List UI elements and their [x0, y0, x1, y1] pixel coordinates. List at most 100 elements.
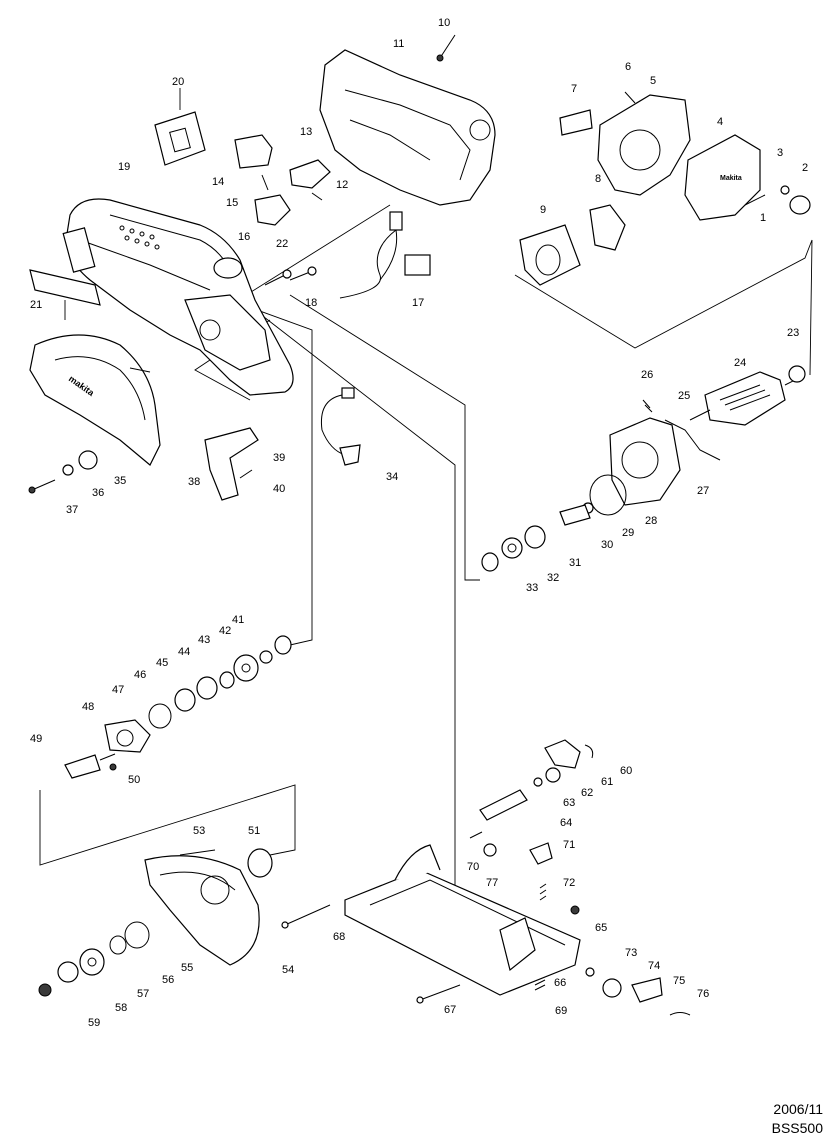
part-label-48: 48 — [82, 701, 95, 713]
part-label-1: 1 — [760, 212, 767, 224]
part-label-66: 66 — [554, 977, 567, 989]
part-11-housing-half — [319, 49, 496, 206]
part-label-21: 21 — [30, 299, 43, 311]
part-label-36: 36 — [92, 487, 105, 499]
part-19-housing — [62, 198, 294, 396]
part-38-blade-guard: makita — [29, 334, 161, 466]
part-label-51: 51 — [248, 825, 261, 837]
part-label-26: 26 — [641, 369, 654, 381]
part-label-43: 43 — [198, 634, 211, 646]
part-label-39: 39 — [273, 452, 286, 464]
part-label-56: 56 — [162, 974, 175, 986]
part-label-17: 17 — [412, 297, 425, 309]
part-label-37: 37 — [66, 504, 79, 516]
lower-guard-parts — [144, 848, 273, 966]
part-label-76: 76 — [697, 988, 710, 1000]
part-label-54: 54 — [282, 964, 295, 976]
part-label-71: 71 — [563, 839, 576, 851]
part-label-40: 40 — [273, 483, 286, 495]
part-10-screw — [436, 34, 456, 62]
part-label-11: 11 — [393, 38, 405, 50]
footer-date: 2006/11 — [773, 1101, 823, 1117]
part-label-10: 10 — [438, 17, 451, 29]
part-label-63: 63 — [563, 797, 576, 809]
footer-model: BSS500 — [771, 1120, 823, 1136]
part-label-73: 73 — [625, 947, 638, 959]
motor-housing-parts: Makita — [519, 91, 811, 286]
part-label-13: 13 — [300, 126, 313, 138]
part-label-35: 35 — [114, 475, 127, 487]
part-label-33: 33 — [526, 582, 539, 594]
part-label-4: 4 — [717, 116, 724, 128]
part-label-69: 69 — [555, 1005, 568, 1017]
part-label-20: 20 — [172, 76, 185, 88]
spindle-parts — [64, 635, 292, 779]
part-label-60: 60 — [620, 765, 633, 777]
part-label-55: 55 — [181, 962, 194, 974]
part-label-9: 9 — [540, 204, 547, 216]
part-label-14: 14 — [212, 176, 225, 188]
shaft-parts — [481, 502, 594, 572]
part-label-29: 29 — [622, 527, 635, 539]
part-label-75: 75 — [673, 975, 686, 987]
part-label-22: 22 — [276, 238, 289, 250]
part-label-24: 24 — [734, 357, 747, 369]
part-label-7: 7 — [571, 83, 578, 95]
part-label-72: 72 — [563, 877, 576, 889]
part-label-27: 27 — [697, 485, 710, 497]
part-40-screw — [239, 469, 253, 479]
part-label-3: 3 — [777, 147, 784, 159]
part-label-31: 31 — [569, 557, 582, 569]
part-label-2: 2 — [802, 162, 809, 174]
part-21-label — [29, 269, 101, 306]
part-label-12: 12 — [336, 179, 349, 191]
bevel-parts — [469, 739, 691, 1016]
part-label-23: 23 — [787, 327, 800, 339]
part-label-19: 19 — [118, 161, 131, 173]
part-label-74: 74 — [648, 960, 661, 972]
part-label-46: 46 — [134, 669, 147, 681]
part-label-65: 65 — [595, 922, 608, 934]
switch-parts — [234, 134, 331, 226]
part-label-45: 45 — [156, 657, 169, 669]
part-17-wiring — [339, 211, 431, 299]
parts-35-37 — [28, 450, 98, 494]
part-label-28: 28 — [645, 515, 658, 527]
part-label-70: 70 — [467, 861, 480, 873]
part-label-58: 58 — [115, 1002, 128, 1014]
blade-washers — [38, 921, 150, 997]
part-label-68: 68 — [333, 931, 346, 943]
part-label-25: 25 — [678, 390, 691, 402]
part-label-50: 50 — [128, 774, 141, 786]
part-label-30: 30 — [601, 539, 614, 551]
part-label-32: 32 — [547, 572, 560, 584]
part-label-57: 57 — [137, 988, 150, 1000]
part-label-8: 8 — [595, 173, 602, 185]
base-plate — [281, 844, 581, 1004]
part-label-6: 6 — [625, 61, 632, 73]
part-20-terminal — [154, 88, 206, 166]
gear-housing — [589, 417, 681, 516]
part-label-61: 61 — [601, 776, 614, 788]
part-label-77: 77 — [486, 877, 499, 889]
armature-parts — [642, 365, 806, 461]
part-label-38: 38 — [188, 476, 201, 488]
part-label-41: 41 — [232, 614, 245, 626]
screws-18-22 — [264, 266, 317, 286]
part-label-67: 67 — [444, 1004, 457, 1016]
part-label-64: 64 — [560, 817, 573, 829]
part-label-47: 47 — [112, 684, 125, 696]
part-label-53: 53 — [193, 825, 206, 837]
svg-text:Makita: Makita — [720, 175, 742, 182]
part-label-18: 18 — [305, 297, 318, 309]
part-label-42: 42 — [219, 625, 232, 637]
part-label-59: 59 — [88, 1017, 101, 1029]
part-39-lever — [204, 427, 259, 501]
part-label-5: 5 — [650, 75, 657, 87]
part-label-34: 34 — [386, 471, 399, 483]
part-label-49: 49 — [30, 733, 43, 745]
grip-texture — [119, 225, 160, 250]
part-34-cable — [320, 387, 361, 466]
part-label-15: 15 — [226, 197, 239, 209]
